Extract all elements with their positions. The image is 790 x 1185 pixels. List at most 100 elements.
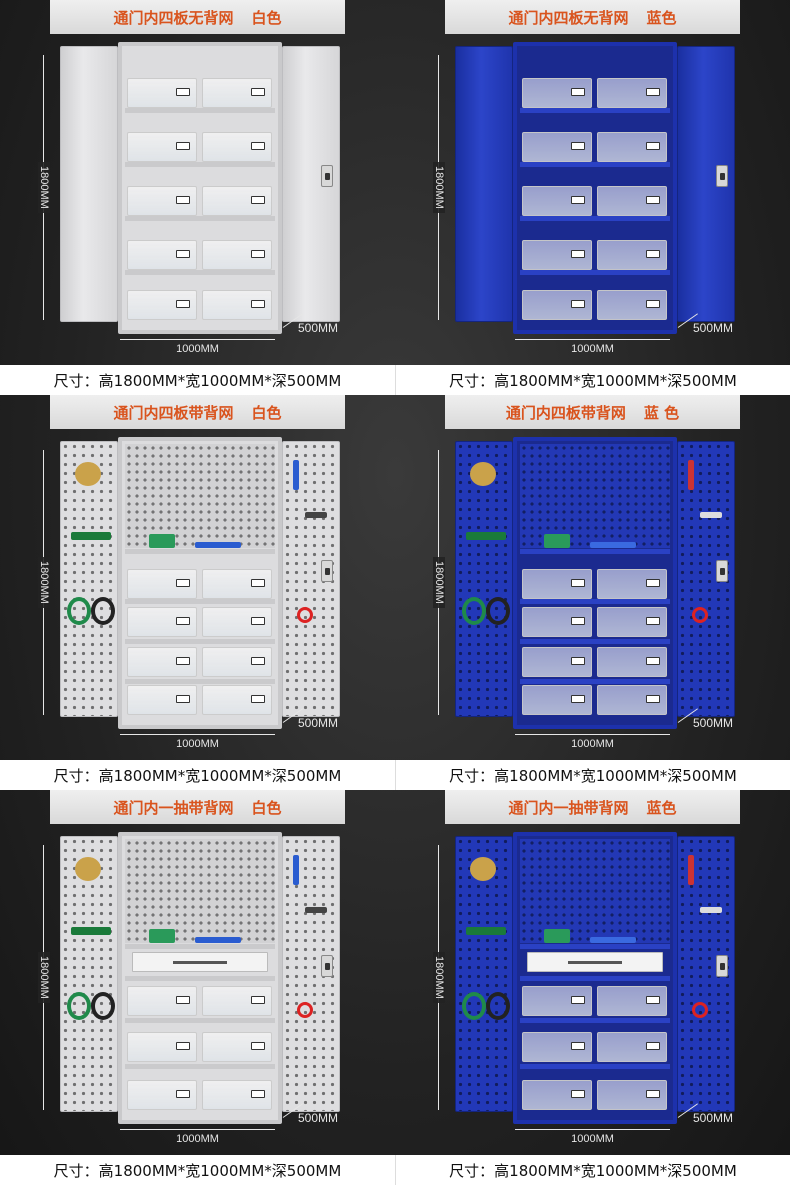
storage-bin [127, 186, 197, 216]
cabinet-body [513, 437, 677, 729]
left-pegboard-door [60, 836, 118, 1112]
screwdriver-icon [688, 855, 694, 885]
panel-banner: 通门内四板无背网 蓝色 [445, 0, 740, 34]
storage-bin [522, 1080, 592, 1110]
shelf [125, 1064, 275, 1069]
depth-label: 500MM [693, 321, 734, 335]
width-label: 1000MM [176, 1133, 219, 1145]
panel-title: 通门内一抽带背网 [113, 798, 234, 817]
back-pegboard [125, 839, 275, 943]
storage-bin [597, 132, 667, 162]
panel-banner: 通门内四板无背网 白色 [50, 0, 345, 34]
cable-coil-icon [486, 992, 510, 1020]
cable-coil-icon [91, 597, 115, 625]
left-pegboard-door [455, 836, 513, 1112]
panel-banner: 通门内一抽带背网 白色 [50, 790, 345, 824]
storage-bin [597, 240, 667, 270]
dimension-caption: 尺寸：高1800MM*宽1000MM*深500MM [395, 365, 790, 395]
depth-dimension: 500MM [677, 708, 758, 734]
height-label: 1800MM [38, 557, 50, 608]
depth-dimension: 500MM [282, 1103, 363, 1129]
depth-dimension: 500MM [677, 313, 758, 339]
storage-bin [127, 1032, 197, 1062]
panel-banner: 通门内一抽带背网 蓝色 [445, 790, 740, 824]
storage-bin [522, 132, 592, 162]
panel-blue-drawer: 通门内一抽带背网 蓝色 [395, 790, 790, 1185]
wrench-set-icon [195, 937, 241, 943]
storage-bin [522, 290, 592, 320]
storage-bin [127, 607, 197, 637]
left-door [455, 46, 513, 322]
wrench-set-icon [590, 542, 636, 548]
tape-roll-icon [75, 462, 101, 486]
screwdriver-icon [688, 460, 694, 490]
shelf [520, 944, 670, 949]
storage-bin [202, 186, 272, 216]
depth-label: 500MM [298, 716, 339, 730]
cable-coil-icon [67, 992, 91, 1020]
storage-bin [127, 132, 197, 162]
width-label: 1000MM [571, 1133, 614, 1145]
wrench-set-icon [195, 542, 241, 548]
panel-banner: 通门内四板带背网 蓝 色 [445, 395, 740, 429]
tape-ring-icon [297, 1002, 313, 1018]
height-dimension: 1800MM [429, 55, 449, 320]
hammer-icon [305, 907, 327, 913]
lock-icon [321, 560, 333, 582]
storage-bin [597, 685, 667, 715]
cabinet-illustration [60, 42, 340, 334]
shelf [125, 108, 275, 113]
panel-color-label: 白色 [251, 403, 282, 422]
storage-bin [522, 685, 592, 715]
screwdriver-set-icon [71, 927, 111, 935]
tool-case-icon [544, 534, 570, 548]
storage-bin [522, 607, 592, 637]
tape-roll-icon [470, 462, 496, 486]
storage-bin [522, 1032, 592, 1062]
shelf [125, 944, 275, 949]
panel-title: 通门内一抽带背网 [508, 798, 629, 817]
storage-bin [127, 1080, 197, 1110]
storage-bin [597, 78, 667, 108]
height-dimension: 1800MM [34, 450, 54, 715]
shelf [520, 1018, 670, 1023]
width-label: 1000MM [176, 343, 219, 355]
lock-icon [321, 955, 333, 977]
storage-bin [127, 569, 197, 599]
storage-bin [127, 78, 197, 108]
panel-white-plain: 通门内四板无背网 白色 1800MM [0, 0, 395, 395]
drawer [527, 952, 663, 972]
height-dimension: 1800MM [429, 450, 449, 715]
shelf [125, 1018, 275, 1023]
width-label: 1000MM [176, 738, 219, 750]
depth-label: 500MM [693, 716, 734, 730]
storage-bin [202, 1080, 272, 1110]
cabinet-body [118, 437, 282, 729]
height-label: 1800MM [433, 162, 445, 213]
panel-blue-pegged: 通门内四板带背网 蓝 色 [395, 395, 790, 790]
wrench-set-icon [590, 937, 636, 943]
screwdriver-icon [293, 855, 299, 885]
shelf [520, 216, 670, 221]
shelf [520, 639, 670, 644]
storage-bin [127, 240, 197, 270]
height-label: 1800MM [38, 162, 50, 213]
cabinet-illustration [455, 42, 735, 334]
storage-bin [127, 986, 197, 1016]
panel-color-label: 白色 [251, 798, 282, 817]
shelf [125, 216, 275, 221]
back-pegboard [520, 444, 670, 548]
cabinet-body [118, 832, 282, 1124]
storage-bin [597, 1032, 667, 1062]
lock-icon [321, 165, 333, 187]
cabinet-illustration [455, 437, 735, 729]
height-dimension: 1800MM [34, 55, 54, 320]
storage-bin [522, 78, 592, 108]
panel-color-label: 蓝色 [646, 8, 677, 27]
width-label: 1000MM [571, 343, 614, 355]
storage-bin [202, 685, 272, 715]
shelf [125, 270, 275, 275]
right-pegboard-door [282, 836, 340, 1112]
tool-case-icon [149, 534, 175, 548]
storage-bin [127, 647, 197, 677]
